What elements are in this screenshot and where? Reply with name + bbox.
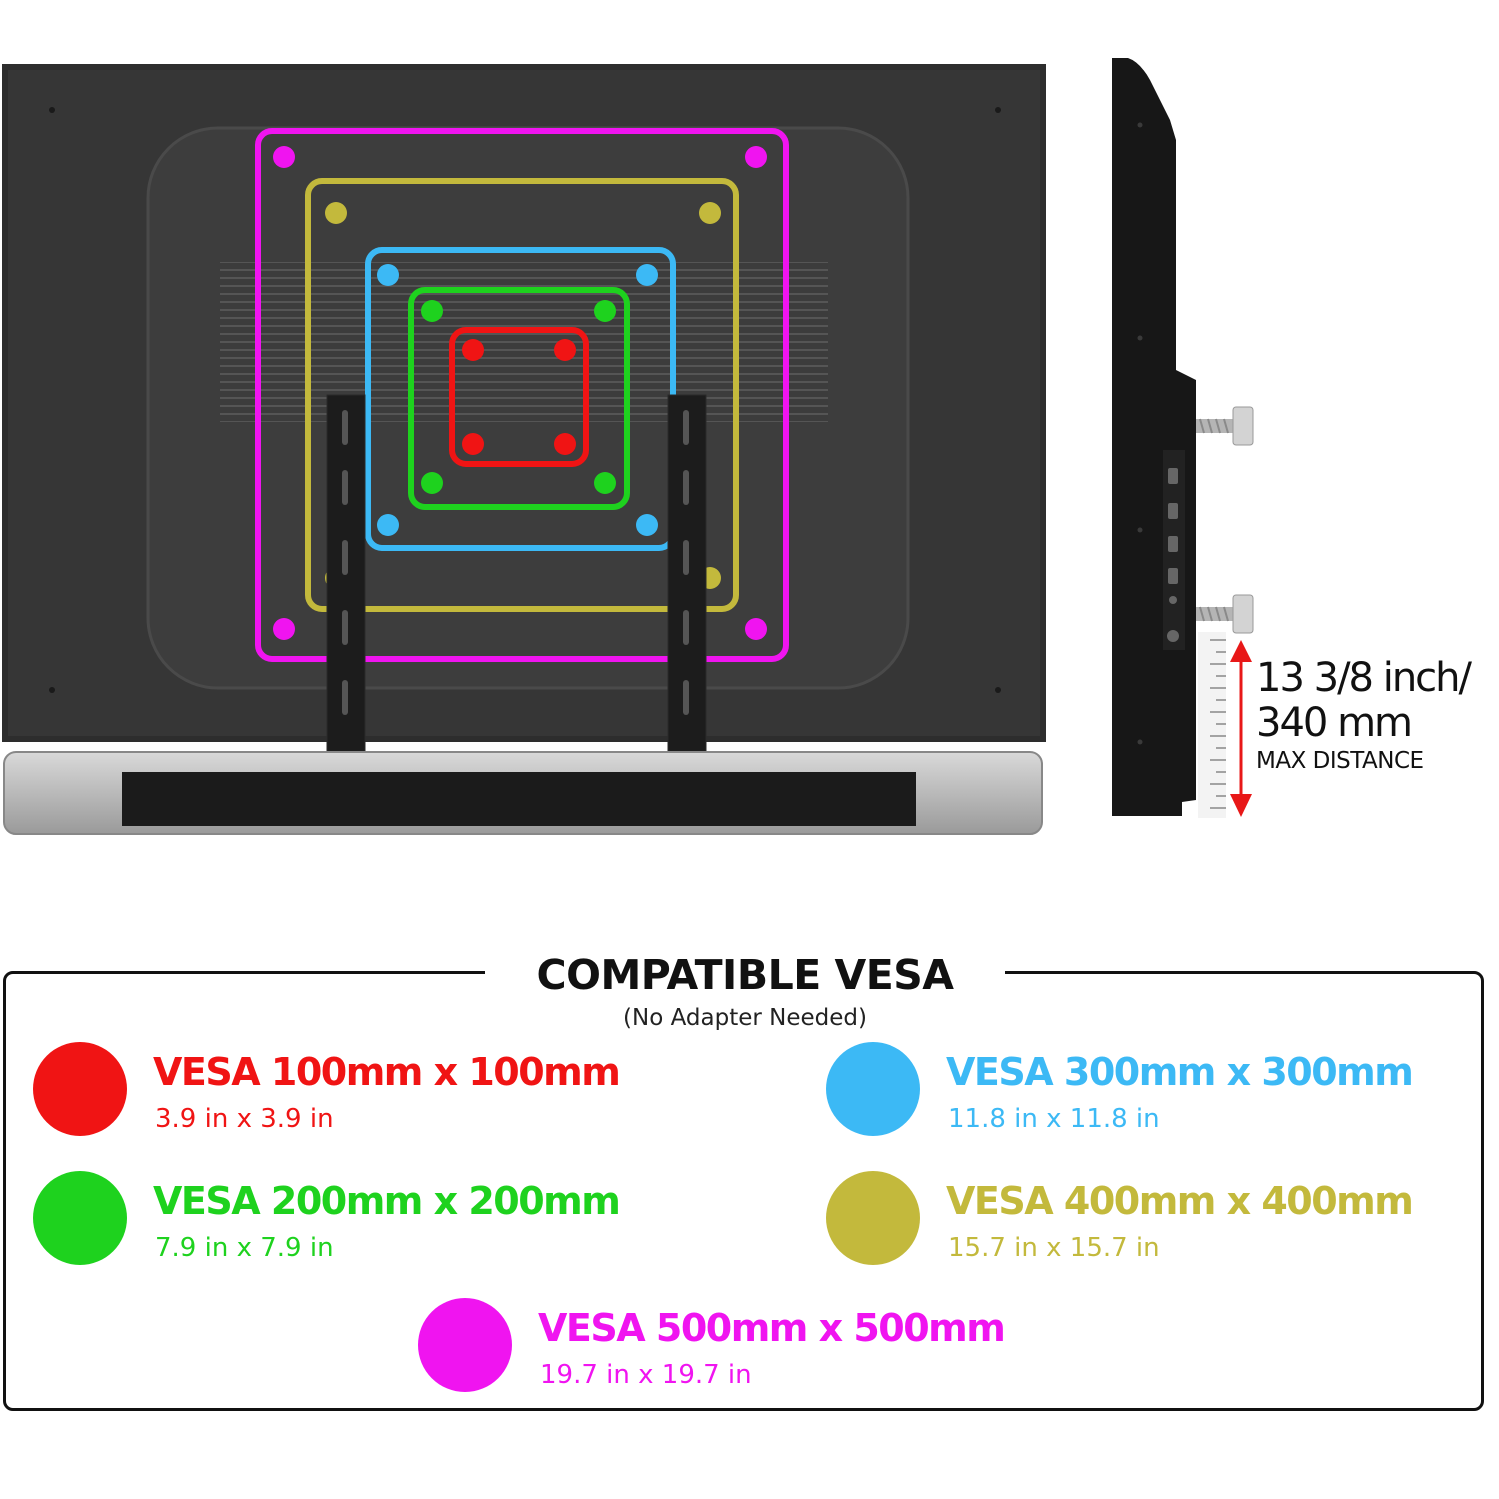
vesa-inch-label: 7.9 in x 7.9 in bbox=[155, 1233, 334, 1263]
vesa-size-label: VESA 500mm x 500mm bbox=[538, 1306, 1006, 1350]
color-swatch-blue bbox=[826, 1042, 920, 1136]
vesa-500-pattern bbox=[255, 128, 789, 662]
vesa-inch-label: 15.7 in x 15.7 in bbox=[948, 1233, 1160, 1263]
vesa-size-label: VESA 100mm x 100mm bbox=[153, 1050, 621, 1094]
tv-side-view bbox=[1112, 58, 1196, 816]
vesa-size-label: VESA 300mm x 300mm bbox=[946, 1050, 1414, 1094]
vesa-200-pattern bbox=[408, 287, 630, 510]
tv-mount-illustration bbox=[2, 58, 1254, 835]
vesa-item-200: VESA 200mm x 200mm 7.9 in x 7.9 in bbox=[33, 1171, 753, 1271]
compatible-vesa-title: COMPATIBLE VESA bbox=[536, 951, 954, 999]
vesa-100-pattern bbox=[449, 327, 589, 467]
bolt-lower bbox=[1196, 594, 1254, 634]
vesa-size-label: VESA 400mm x 400mm bbox=[946, 1179, 1414, 1223]
max-distance-inches: 13 3/8 inch/ bbox=[1256, 655, 1472, 701]
tv-back bbox=[2, 64, 1046, 742]
vesa-size-label: VESA 200mm x 200mm bbox=[153, 1179, 621, 1223]
compatible-vesa-title-wrap: COMPATIBLE VESA bbox=[485, 950, 1005, 1000]
vesa-item-300: VESA 300mm x 300mm 11.8 in x 11.8 in bbox=[826, 1042, 1476, 1142]
vesa-inch-label: 11.8 in x 11.8 in bbox=[948, 1104, 1160, 1134]
bolt-upper bbox=[1196, 406, 1254, 446]
vesa-item-500: VESA 500mm x 500mm 19.7 in x 19.7 in bbox=[418, 1298, 1138, 1398]
vesa-inch-label: 19.7 in x 19.7 in bbox=[540, 1360, 752, 1390]
mount-bracket-right bbox=[667, 394, 707, 781]
max-distance-label: MAX DISTANCE bbox=[1256, 748, 1424, 774]
vesa-item-100: VESA 100mm x 100mm 3.9 in x 3.9 in bbox=[33, 1042, 753, 1142]
distance-arrow bbox=[1230, 640, 1252, 817]
mount-bracket-left bbox=[326, 394, 366, 781]
compatible-vesa-subtitle: (No Adapter Needed) bbox=[623, 1005, 867, 1031]
vesa-item-400: VESA 400mm x 400mm 15.7 in x 15.7 in bbox=[826, 1171, 1476, 1271]
color-swatch-magenta bbox=[418, 1298, 512, 1392]
color-swatch-red bbox=[33, 1042, 127, 1136]
color-swatch-green bbox=[33, 1171, 127, 1265]
max-distance-mm: 340 mm bbox=[1256, 700, 1413, 746]
ruler bbox=[1198, 632, 1226, 818]
color-swatch-olive bbox=[826, 1171, 920, 1265]
vesa-inch-label: 3.9 in x 3.9 in bbox=[155, 1104, 334, 1134]
soundbar bbox=[3, 751, 1043, 835]
